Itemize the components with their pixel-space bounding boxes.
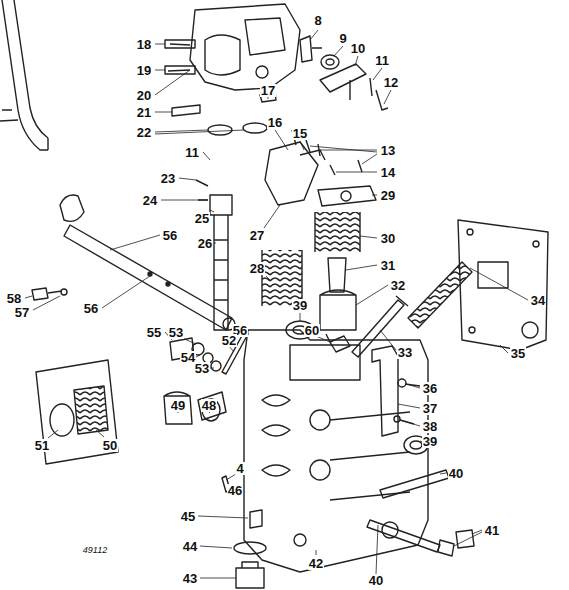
callout-number: 30	[380, 232, 396, 245]
callout-number: 25	[194, 212, 210, 225]
pump-body	[244, 330, 428, 572]
piston	[320, 290, 356, 330]
callout-number: 41	[484, 524, 500, 537]
rocker-lever	[265, 142, 318, 205]
callout-number: 56	[83, 302, 99, 315]
callout-number: 15	[292, 127, 308, 140]
callout-number: 45	[180, 510, 196, 523]
callout-number: 58	[6, 292, 22, 305]
callout-number: 11	[184, 146, 200, 159]
callout-number: 24	[142, 194, 158, 207]
callout-number: 31	[380, 259, 396, 272]
lever-arm	[320, 64, 366, 100]
lever-pipe	[2, 0, 48, 150]
callout-number: 21	[136, 106, 152, 119]
callout-number: 35	[510, 347, 526, 360]
callout-number: 33	[397, 346, 413, 359]
callout-number: 18	[136, 38, 152, 51]
callout-number: 27	[249, 229, 265, 242]
callout-number: 8	[313, 14, 322, 27]
callout-number: 40	[368, 574, 384, 587]
callout-number: 42	[308, 557, 324, 570]
cap	[164, 392, 192, 424]
bolts	[165, 40, 200, 116]
callout-number: 60	[304, 324, 320, 337]
callout-number: 53	[194, 362, 210, 375]
pin	[380, 470, 449, 498]
callout-number: 37	[422, 402, 438, 415]
callout-number: 43	[182, 572, 198, 585]
callout-number: 51	[34, 439, 50, 452]
callout-number: 23	[160, 172, 176, 185]
callout-number: 20	[136, 89, 152, 102]
link	[328, 258, 346, 292]
callout-number: 12	[383, 76, 399, 89]
set-screw	[250, 510, 262, 528]
callout-number: 4	[235, 462, 244, 475]
gasket	[458, 220, 548, 350]
callout-number: 48	[201, 399, 217, 412]
callout-number: 9	[338, 32, 347, 45]
callout-number: 46	[227, 484, 243, 497]
callout-number: 34	[530, 294, 546, 307]
callout-number: 39	[292, 299, 308, 312]
callout-number: 26	[197, 237, 213, 250]
spring	[315, 212, 360, 252]
callout-number: 14	[380, 166, 396, 179]
callout-number: 50	[102, 439, 118, 452]
callout-number: 10	[350, 42, 366, 55]
callout-number: 13	[380, 144, 396, 157]
bracket	[372, 346, 398, 436]
callout-number: 19	[136, 64, 152, 77]
spring	[408, 262, 472, 328]
bolt	[32, 288, 62, 300]
callout-number: 38	[422, 420, 438, 433]
callout-number: 44	[182, 540, 198, 553]
callout-number: 49	[170, 399, 186, 412]
callout-number: 17	[260, 84, 276, 97]
callout-number: 40	[448, 467, 464, 480]
o-ring	[234, 542, 266, 554]
callout-number: 22	[136, 126, 152, 139]
valve-spool	[210, 195, 232, 330]
callout-number: 53	[168, 326, 184, 339]
callout-number: 28	[249, 262, 265, 275]
callout-number: 52	[221, 334, 237, 347]
cross-shaft	[64, 225, 232, 330]
plug	[236, 562, 264, 588]
figure-number: 49112	[82, 546, 108, 555]
screw	[300, 36, 322, 62]
lever-hub	[60, 195, 84, 221]
callout-number: 11	[374, 54, 390, 67]
callout-number: 32	[390, 279, 406, 292]
callout-number: 36	[422, 382, 438, 395]
leader-lines	[25, 30, 528, 578]
callout-number: 56	[162, 229, 178, 242]
gasket	[208, 125, 232, 135]
callout-number: 55	[146, 326, 162, 339]
callout-number: 16	[267, 116, 283, 129]
callout-number: 29	[380, 189, 396, 202]
valve-housing	[190, 4, 300, 90]
plug	[438, 530, 474, 556]
gasket	[318, 186, 376, 206]
callout-number: 39	[422, 435, 438, 448]
callout-number: 57	[14, 306, 30, 319]
